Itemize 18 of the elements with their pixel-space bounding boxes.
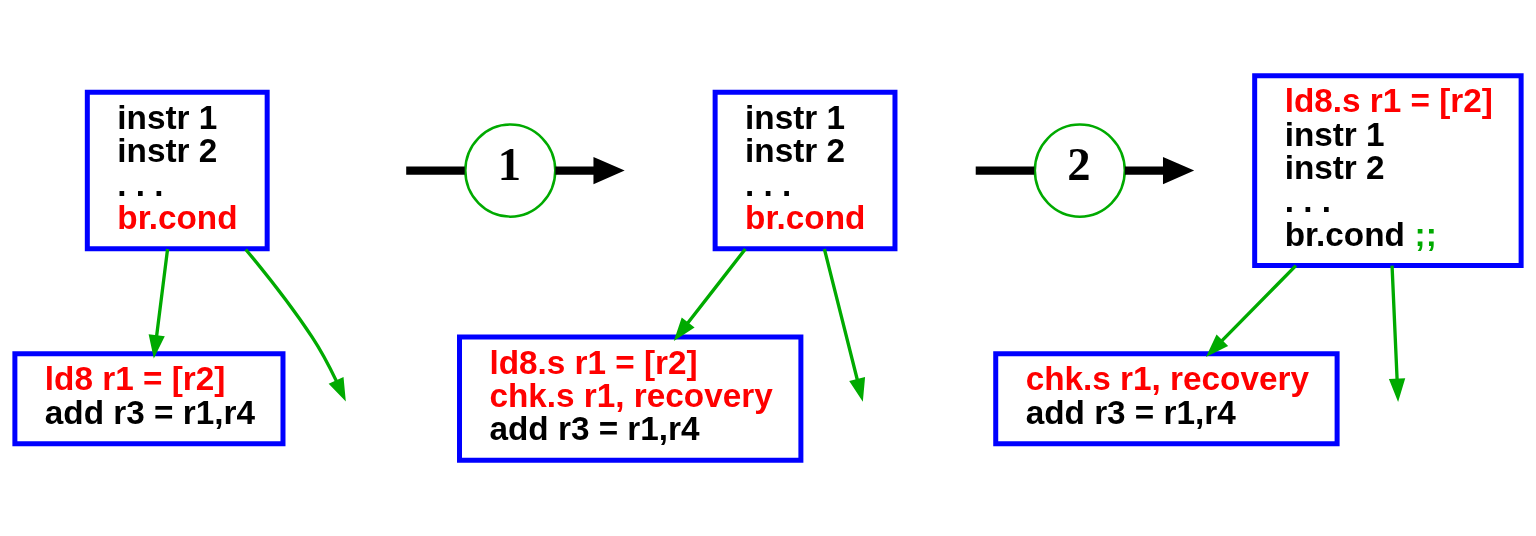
arrow bbox=[822, 248, 866, 402]
arrow bbox=[1388, 265, 1406, 402]
node-box: instr 1 instr 2 . . . br.cond bbox=[712, 89, 898, 252]
arrow bbox=[1205, 264, 1298, 357]
node-box: ld8.s r1 = [r2] chk.s r1, recovery add r3 = r1,r4 bbox=[457, 334, 804, 463]
connector bbox=[406, 166, 465, 175]
arrow bbox=[673, 247, 747, 341]
arrow bbox=[244, 248, 346, 402]
node-box: ld8 r1 = [r2] add r3 = r1,r4 bbox=[12, 351, 286, 447]
node-box: ld8.s r1 = [r2] instr 1 instr 2 . . . br.cond ;; bbox=[1252, 73, 1524, 268]
arrow bbox=[148, 248, 170, 359]
node-box: chk.s r1, recovery add r3 = r1,r4 bbox=[993, 351, 1340, 447]
arrow bbox=[1124, 156, 1195, 185]
node-circle: 2 bbox=[1033, 123, 1127, 218]
connector bbox=[975, 166, 1035, 175]
node-circle: 1 bbox=[464, 123, 557, 218]
node-box: instr 1 instr 2 . . . br.cond bbox=[84, 89, 270, 252]
arrow bbox=[555, 156, 625, 185]
